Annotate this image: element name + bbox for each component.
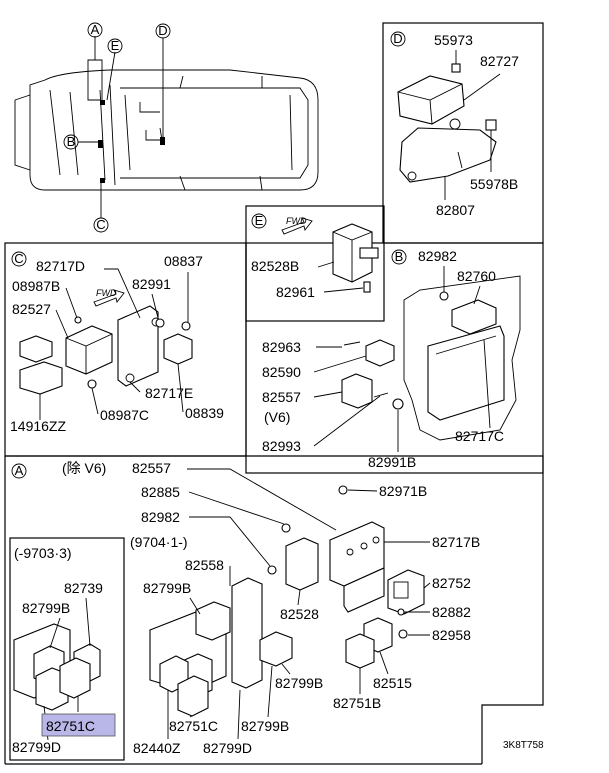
part-82527[interactable]: 82527 xyxy=(12,301,51,317)
callout-d-top: D xyxy=(155,23,171,39)
label-before-9703: (-9703·3) xyxy=(14,545,72,561)
callout-a-top: A xyxy=(87,22,103,38)
part-82727[interactable]: 82727 xyxy=(480,53,519,69)
part-55978b[interactable]: 55978B xyxy=(470,176,518,192)
label-from-9704: (9704·1-) xyxy=(130,534,188,550)
part-82961[interactable]: 82961 xyxy=(276,284,315,300)
callout-e-text: E xyxy=(111,38,120,53)
part-82528[interactable]: 82528 xyxy=(280,606,319,622)
part-82799b-mid[interactable]: 82799B xyxy=(275,675,323,691)
callout-b-top: B xyxy=(63,134,79,150)
section-a: A (除 V6) 82557 82885 82971B 82982 82717B… xyxy=(11,460,480,756)
part-82717c[interactable]: 82717C xyxy=(455,428,504,444)
part-82528b[interactable]: 82528B xyxy=(251,258,299,274)
part-55973[interactable]: 55973 xyxy=(434,32,473,48)
part-08987b[interactable]: 08987B xyxy=(12,278,60,294)
section-e: E FWD 82528B 82961 xyxy=(251,213,379,300)
fwd-arrow-c: FWD xyxy=(93,288,125,307)
label-v6: (V6) xyxy=(264,409,290,425)
part-82807[interactable]: 82807 xyxy=(436,202,475,218)
part-82991[interactable]: 82991 xyxy=(132,276,171,292)
callout-d-text: D xyxy=(158,23,167,38)
part-82558[interactable]: 82558 xyxy=(185,557,224,573)
part-b-82557[interactable]: 82557 xyxy=(262,389,301,405)
part-82717d[interactable]: 82717D xyxy=(36,258,85,274)
part-82751b[interactable]: 82751B xyxy=(333,695,381,711)
callout-a-text: A xyxy=(91,22,100,37)
section-b: B 82982 82760 82963 82590 82557 (V6) 829… xyxy=(262,248,521,470)
part-a-82982[interactable]: 82982 xyxy=(141,509,180,525)
part-82760[interactable]: 82760 xyxy=(457,268,496,284)
part-14916zz[interactable]: 14916ZZ xyxy=(10,418,66,434)
sub-box-before-9703: (-9703·3) 82739 82799B 82799D 82751C xyxy=(12,545,116,755)
section-e-badge: E xyxy=(255,213,264,228)
part-old-82751c[interactable]: 82751C xyxy=(46,718,95,734)
section-d-badge: D xyxy=(393,31,402,46)
highlight-82751c xyxy=(41,713,116,737)
part-82958[interactable]: 82958 xyxy=(432,627,471,643)
callout-c-text: C xyxy=(96,217,105,232)
document-code: 3K8T758 xyxy=(503,740,544,751)
part-a-82751c[interactable]: 82751C xyxy=(169,718,218,734)
part-82882[interactable]: 82882 xyxy=(432,604,471,620)
part-08987c[interactable]: 08987C xyxy=(100,407,149,423)
part-b-82982[interactable]: 82982 xyxy=(418,248,457,264)
part-a-82557[interactable]: 82557 xyxy=(132,460,171,476)
part-82440z[interactable]: 82440Z xyxy=(133,740,181,756)
callout-e-top: E xyxy=(107,38,123,54)
part-82590[interactable]: 82590 xyxy=(262,364,301,380)
section-frames xyxy=(4,22,544,765)
label-v6-excluded: (除 V6) xyxy=(62,460,106,476)
part-82515[interactable]: 82515 xyxy=(373,675,412,691)
part-82752[interactable]: 82752 xyxy=(432,575,471,591)
callout-c-top: C xyxy=(93,217,109,233)
section-c-badge: C xyxy=(14,251,23,266)
part-82717b[interactable]: 82717B xyxy=(432,534,480,550)
fwd-arrow-e: FWD xyxy=(281,216,313,235)
part-82799b-top[interactable]: 82799B xyxy=(143,580,191,596)
fwd-text-e: FWD xyxy=(286,216,307,226)
section-a-badge: A xyxy=(15,463,24,478)
part-82971b[interactable]: 82971B xyxy=(379,483,427,499)
section-c: C 82717D 08837 08987B 82991 82527 82717E… xyxy=(10,251,224,434)
part-08837[interactable]: 08837 xyxy=(164,253,203,269)
vehicle-top-view: A E D B C xyxy=(14,22,319,233)
part-82799b-bot[interactable]: 82799B xyxy=(241,718,289,734)
section-d: D 55973 82727 55978B 82807 xyxy=(390,31,519,218)
part-a-82799d[interactable]: 82799D xyxy=(203,740,252,756)
part-82885[interactable]: 82885 xyxy=(141,484,180,500)
callout-b-text: B xyxy=(67,134,76,149)
part-82739[interactable]: 82739 xyxy=(64,580,103,596)
fwd-text-c: FWD xyxy=(96,288,117,298)
part-old-82799d[interactable]: 82799D xyxy=(12,739,61,755)
part-08839[interactable]: 08839 xyxy=(185,405,224,421)
part-82963[interactable]: 82963 xyxy=(262,339,301,355)
part-82993[interactable]: 82993 xyxy=(262,438,301,454)
part-82991b[interactable]: 82991B xyxy=(368,454,416,470)
part-82717e[interactable]: 82717E xyxy=(145,385,193,401)
part-old-82799b[interactable]: 82799B xyxy=(22,600,70,616)
section-b-badge: B xyxy=(395,249,404,264)
